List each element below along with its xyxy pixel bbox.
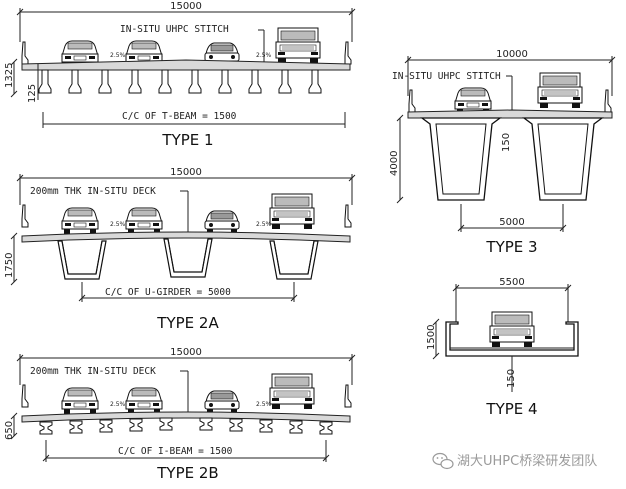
type2a-section: 15000 200mm THK IN-SITU DECK 2.5% 2.5% 1…: [4, 167, 356, 332]
type1-width-dim: 15000: [170, 1, 202, 12]
type4-slab-dim: 150: [506, 369, 517, 388]
type2a-spacing-note: C/C OF U-GIRDER = 5000: [105, 287, 231, 298]
type4-u-trough: [445, 321, 579, 357]
type2a-car-2: [125, 207, 163, 235]
type1-slope-left: 2.5%: [110, 52, 126, 59]
type1-stitch-note: IN-SITU UHPC STITCH: [120, 24, 229, 35]
type1-truck: [275, 27, 321, 64]
type4-width-dim: 5500: [499, 277, 524, 288]
type3-left-box-girder: [420, 117, 502, 201]
type3-spacing-dim: 5000: [499, 217, 524, 228]
type4-title: TYPE 4: [485, 400, 537, 418]
type3-title: TYPE 3: [485, 238, 537, 256]
type2a-title: TYPE 2A: [156, 314, 219, 332]
type3-section: 10000 IN-SITU UHPC STITCH 4000 150 5000 …: [389, 49, 616, 256]
type2a-deck-slab: [21, 231, 351, 243]
wechat-icon: [432, 452, 454, 470]
type3-right-box-girder: [522, 117, 604, 201]
type1-spacing-note: C/C OF T-BEAM = 1500: [122, 111, 237, 122]
type1-right-parapet: [344, 41, 352, 65]
type2b-truck: [269, 373, 315, 410]
type3-width-dim: 10000: [496, 49, 528, 60]
type2b-i-beams: [39, 417, 333, 435]
type2a-depth-dim: 1750: [4, 253, 15, 278]
type3-stitch-note: IN-SITU UHPC STITCH: [392, 71, 501, 82]
type2b-car-3: [204, 390, 240, 414]
type1-slab-dim: 125: [27, 84, 38, 103]
type4-truck: [489, 311, 535, 348]
type2b-car-2: [125, 387, 163, 415]
type2a-width-dim: 15000: [170, 167, 202, 178]
type2b-width-dim: 15000: [170, 347, 202, 358]
type3-deck: [407, 109, 613, 119]
type2b-section: 15000 200mm THK IN-SITU DECK 2.5% 2.5% 6…: [4, 347, 356, 482]
type2b-spacing-note: C/C OF I-BEAM = 1500: [118, 446, 233, 457]
type2b-car-1: [61, 387, 99, 415]
type2b-title: TYPE 2B: [156, 464, 218, 482]
type2b-depth-dim: 650: [4, 421, 15, 440]
type2a-truck: [269, 193, 315, 230]
type1-title: TYPE 1: [161, 131, 213, 149]
type2a-slope-left: 2.5%: [110, 221, 126, 228]
type2a-car-1: [61, 207, 99, 235]
type2b-deck-slab: [21, 411, 351, 423]
type2a-car-3: [204, 210, 240, 234]
type1-left-parapet: [21, 41, 29, 65]
type1-deck-slab: [21, 59, 351, 71]
type2b-slope-left: 2.5%: [110, 401, 126, 408]
type1-depth-dim: 1325: [4, 63, 15, 88]
type2b-slope-right: 2.5%: [256, 401, 272, 408]
type4-depth-dim: 1500: [426, 325, 437, 350]
type3-stitch-dim: 150: [501, 133, 512, 152]
watermark-text: 湖大UHPC桥梁研发团队: [457, 453, 597, 469]
type4-section: 5500 1500 150 TYPE 4: [426, 277, 579, 418]
type1-slope-right: 2.5%: [256, 52, 272, 59]
type3-depth-dim: 4000: [389, 151, 400, 176]
type2a-deck-note: 200mm THK IN-SITU DECK: [30, 186, 156, 197]
type1-t-beams: [38, 69, 322, 94]
watermark: 湖大UHPC桥梁研发团队: [432, 452, 597, 470]
type3-truck: [537, 72, 583, 109]
type1-section: 15000 IN-SITU UHPC STITCH 2.5% 2.5%: [4, 1, 356, 149]
type2b-deck-note: 200mm THK IN-SITU DECK: [30, 366, 156, 377]
type2a-slope-right: 2.5%: [256, 221, 272, 228]
type2a-u-girders: [57, 238, 319, 280]
